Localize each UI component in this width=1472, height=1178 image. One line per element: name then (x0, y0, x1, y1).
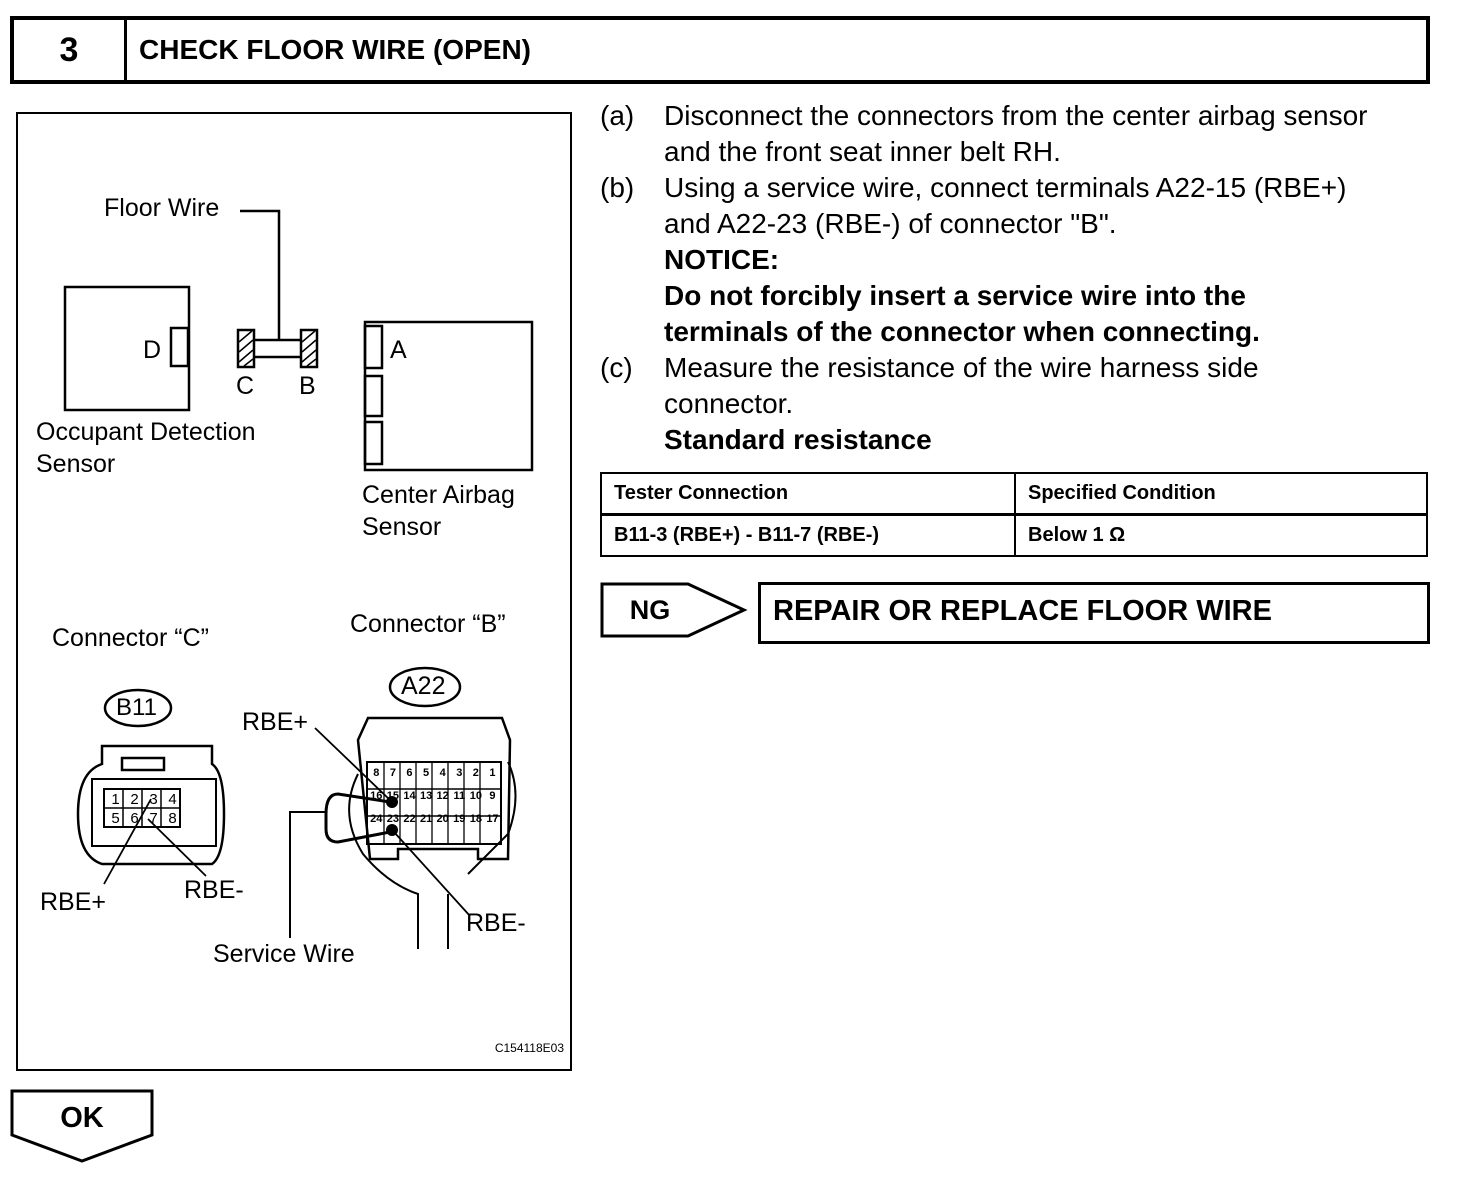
label-b: B (299, 372, 316, 400)
connector-b-label: Connector “B” (350, 610, 506, 638)
table-cell-tester: B11-3 (RBE+) - B11-7 (RBE-) (600, 513, 1016, 557)
ng-result-box: REPAIR OR REPLACE FLOOR WIRE (758, 582, 1430, 644)
label-a: A (390, 336, 407, 364)
spec-table: Tester Connection Specified Condition B1… (600, 472, 1428, 557)
label-d: D (143, 336, 162, 364)
notice-text-1: Do not forcibly insert a service wire in… (664, 280, 1246, 311)
notice-text-2: terminals of the connector when connecti… (664, 316, 1260, 347)
b11-rbe-minus-label: RBE- (184, 876, 244, 904)
b11-connector-shell (76, 744, 226, 866)
a22-label: A22 (401, 672, 446, 700)
table-cell-condition: Below 1 Ω (1014, 513, 1428, 557)
a22-pins: 8 7 6 5 4 3 2 1 16 15 14 13 12 11 10 9 2… (370, 767, 499, 825)
airbag-sensor-label: Center Airbag Sensor (362, 481, 515, 541)
a22-rbe-plus-label: RBE+ (242, 708, 309, 736)
table-header-tester: Tester Connection (600, 472, 1016, 516)
figure-code: C154118E03 (494, 1041, 564, 1055)
step-title: CHECK FLOOR WIRE (OPEN) (139, 34, 531, 65)
instruction-c: (c) Measure the resistance of the wire h… (600, 352, 1259, 419)
wiring-figure: Floor Wire D C B A Occupant Detection Se… (16, 112, 572, 1071)
wiring-diagram (63, 209, 534, 949)
label-c: C (236, 372, 255, 400)
instruction-a: (a) Disconnect the connectors from the c… (600, 100, 1368, 167)
ng-label: NG (629, 594, 671, 625)
standard-resistance-heading: Standard resistance (664, 424, 932, 455)
step-number: 3 (14, 20, 127, 80)
a22-rbe-minus-label: RBE- (466, 909, 526, 937)
b11-label: B11 (116, 694, 157, 721)
b11-rbe-plus-label: RBE+ (40, 888, 107, 916)
a22-callout (388, 666, 462, 708)
ok-label: OK (60, 1101, 104, 1134)
notice-heading: NOTICE: (664, 244, 780, 275)
step-header: 3 CHECK FLOOR WIRE (OPEN) (10, 16, 1430, 84)
table-header-condition: Specified Condition (1014, 472, 1428, 516)
table-row: B11-3 (RBE+) - B11-7 (RBE-) Below 1 Ω (600, 513, 1428, 557)
floor-wire-label: Floor Wire (104, 194, 220, 222)
ng-arrow-icon (600, 582, 748, 638)
b11-pins: 1 2 3 4 5 6 7 8 (111, 791, 177, 827)
ok-arrow-icon (10, 1089, 154, 1163)
service-wire-label: Service Wire (213, 940, 355, 968)
instructions: (a) Disconnect the connectors from the c… (600, 98, 1440, 458)
table-header-row: Tester Connection Specified Condition (600, 472, 1428, 516)
instruction-b: (b) Using a service wire, connect termin… (600, 172, 1347, 239)
occupant-sensor-label: Occupant Detection Sensor (36, 418, 256, 478)
b11-callout (103, 688, 173, 728)
connector-c-label: Connector “C” (52, 624, 209, 652)
